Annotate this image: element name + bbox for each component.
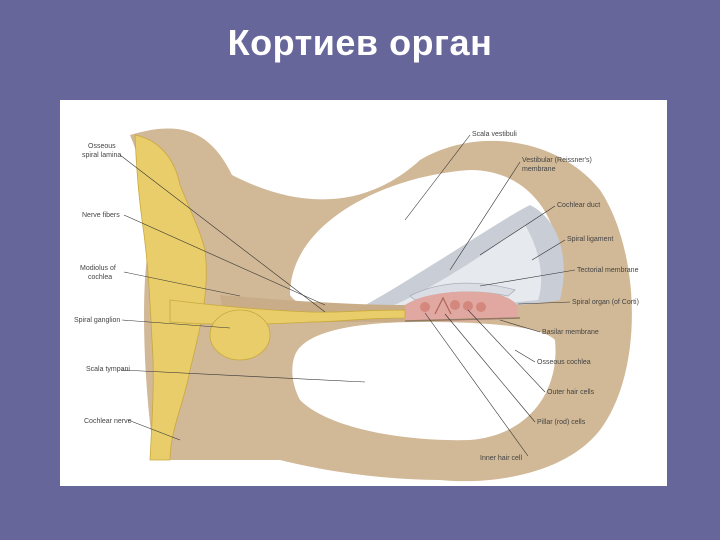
label-outer-hair-cells: Outer hair cells — [547, 389, 595, 396]
label-osseous-spiral-lamina-1: Osseous — [88, 143, 116, 150]
cochlea-diagram: Osseous spiral lamina Nerve fibers Modio… — [60, 100, 667, 486]
outer-hair-cell-shape-2 — [463, 301, 473, 311]
label-osseous-spiral-lamina-2: spiral lamina — [82, 152, 121, 159]
basilar-membrane-line — [404, 317, 521, 322]
label-spiral-organ: Spiral organ (of Corti) — [572, 299, 639, 306]
outer-hair-cell-shape-1 — [450, 300, 460, 310]
label-spiral-ganglion: Spiral ganglion — [74, 317, 120, 324]
label-pillar-cells: Pillar (rod) cells — [537, 419, 586, 426]
cochlea-diagram-svg: Osseous spiral lamina Nerve fibers Modio… — [74, 128, 639, 482]
label-modiolus-2: cochlea — [88, 274, 112, 281]
label-vestibular-membrane-1: Vestibular (Reissner's) — [522, 157, 592, 164]
label-spiral-ligament: Spiral ligament — [567, 236, 613, 243]
label-vestibular-membrane-2: membrane — [522, 166, 556, 173]
label-inner-hair-cell: Inner hair cell — [480, 455, 522, 462]
label-cochlear-nerve: Cochlear nerve — [84, 418, 132, 425]
label-scala-tympani: Scala tympani — [86, 366, 130, 373]
slide-title: Кортиев орган — [227, 22, 493, 63]
scala-tympani-cavity — [292, 322, 556, 441]
nerve-bundle — [134, 134, 406, 461]
organ-of-corti — [405, 291, 518, 322]
label-nerve-fibers: Nerve fibers — [82, 212, 120, 219]
label-scala-vestibuli: Scala vestibuli — [472, 131, 517, 138]
leader-lines — [119, 134, 576, 457]
label-basilar-membrane: Basilar membrane — [542, 329, 599, 336]
inner-hair-cell-shape — [420, 302, 430, 312]
label-osseous-cochlea: Osseous cochlea — [537, 359, 591, 366]
label-modiolus-1: Modiolus of — [80, 265, 116, 272]
pillar-cells-shape — [434, 296, 452, 315]
label-cochlear-duct: Cochlear duct — [557, 202, 600, 209]
outer-hair-cell-shape-3 — [476, 302, 486, 312]
label-tectorial-membrane: Tectorial membrane — [577, 267, 639, 274]
